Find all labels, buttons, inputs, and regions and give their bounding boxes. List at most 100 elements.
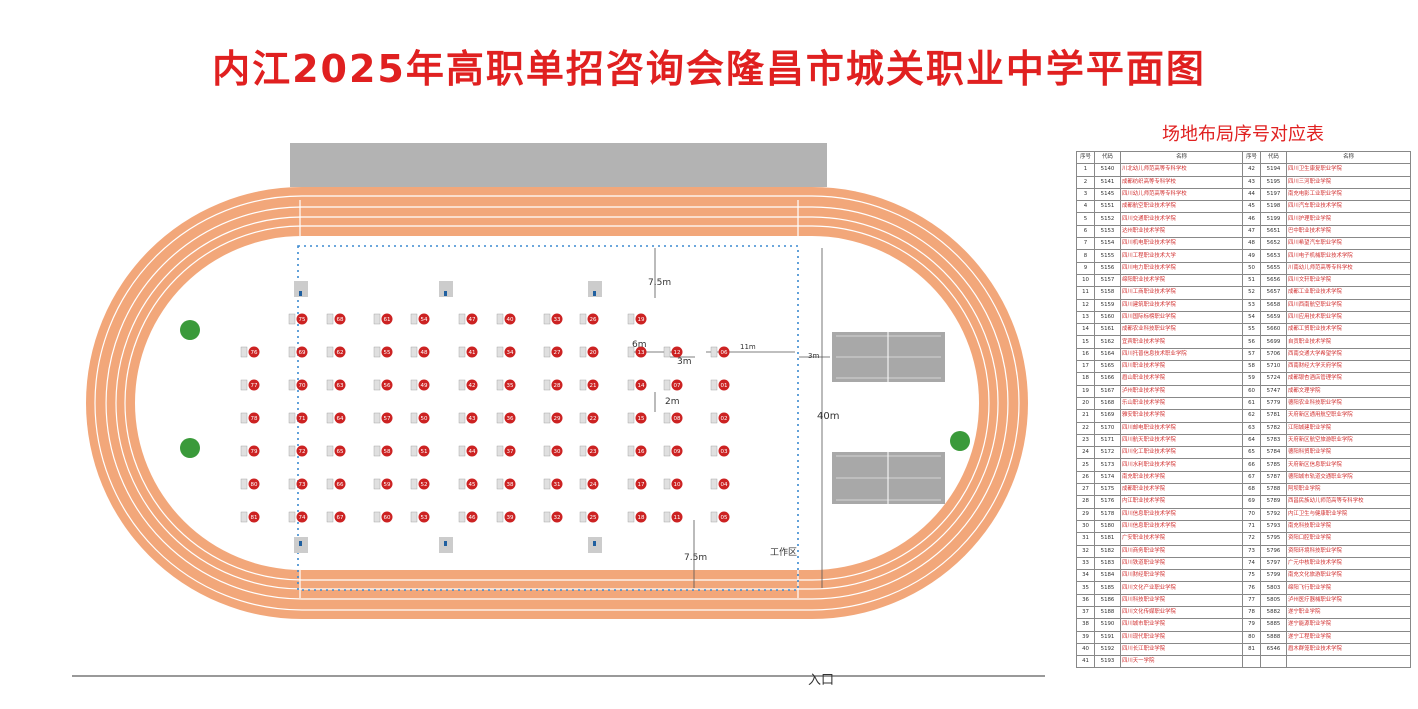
table-cell: 46 (1242, 212, 1261, 226)
table-cell: 69 (1242, 495, 1261, 509)
grandstand (290, 143, 827, 187)
table-cell: 36 (1076, 593, 1095, 607)
booth-number: 77 (251, 383, 258, 389)
table-cell: 5197 (1260, 187, 1287, 202)
table-cell: 61 (1242, 396, 1261, 411)
booth-marker (671, 445, 683, 457)
booth-36: 36 (496, 412, 516, 424)
booth-marker (296, 478, 308, 490)
table-cell: 遂宁工程职业学院 (1286, 630, 1411, 644)
pillar (439, 281, 453, 297)
booth-marker (671, 511, 683, 523)
table-cell: 5154 (1094, 237, 1121, 251)
table-cell: 5787 (1260, 470, 1287, 485)
table-cell: 29 (1076, 507, 1095, 521)
booth-25: 25 (579, 511, 599, 523)
table-cell: 5171 (1094, 433, 1121, 448)
booth-number: 29 (554, 416, 561, 422)
booth-table (373, 379, 381, 391)
tree-icon (950, 431, 970, 451)
table-cell: 43 (1242, 175, 1261, 189)
table-cell: 5658 (1260, 298, 1287, 312)
booth-marker (551, 412, 563, 424)
booth-table (543, 478, 551, 490)
booth-number: 03 (721, 449, 728, 455)
table-cell: 68 (1242, 483, 1261, 497)
table-cell: 5193 (1094, 655, 1121, 669)
booth-marker (466, 412, 478, 424)
booth-number: 52 (421, 482, 428, 488)
table-cell: 遂宁能源职业学院 (1286, 618, 1411, 632)
booth-07: 07 (663, 379, 683, 391)
booth-number: 10 (674, 482, 681, 488)
booth-02: 02 (710, 412, 730, 424)
booth-marker (635, 445, 647, 457)
booth-12: 12 (663, 346, 683, 358)
booth-marker (551, 511, 563, 523)
table-cell: 5174 (1094, 470, 1121, 485)
table-cell: 四川幼儿师范高等专科学校 (1120, 187, 1243, 202)
booth-78: 78 (240, 412, 260, 424)
booth-marker (334, 412, 346, 424)
booth-marker (504, 346, 516, 358)
booth-54: 54 (410, 313, 430, 325)
table-cell: 成都农业科技职业学院 (1120, 323, 1243, 337)
court-bottom (832, 452, 945, 504)
booth-number: 33 (554, 317, 561, 323)
booth-marker (635, 346, 647, 358)
legend-table-title: 场地布局序号对应表 (1162, 124, 1324, 145)
booth-marker (635, 313, 647, 325)
booth-number: 70 (299, 383, 306, 389)
table-cell: 四川三河职业学院 (1286, 175, 1411, 189)
booth-marker (635, 379, 647, 391)
table-cell: 5158 (1094, 286, 1121, 300)
booth-marker (334, 478, 346, 490)
table-cell: 5153 (1094, 224, 1121, 239)
booth-marker (587, 445, 599, 457)
table-cell: 四川商务职业学院 (1120, 544, 1243, 558)
booth-number: 44 (469, 449, 476, 455)
table-cell: 5155 (1094, 249, 1121, 263)
booth-table (710, 445, 718, 457)
booth-marker (334, 445, 346, 457)
table-cell: 四川信息职业技术学院 (1120, 507, 1243, 521)
table-cell: 阿坝职业学院 (1286, 483, 1411, 497)
booth-table (288, 445, 296, 457)
booth-03: 03 (710, 445, 730, 457)
table-cell: 6 (1076, 224, 1095, 239)
booth-marker (551, 346, 563, 358)
table-cell: 31 (1076, 532, 1095, 546)
booth-marker (718, 346, 730, 358)
table-cell: 22 (1076, 421, 1095, 435)
table-cell: 5192 (1094, 642, 1121, 657)
table-cell: 5181 (1094, 532, 1121, 546)
table-cell: 5145 (1094, 187, 1121, 202)
booth-44: 44 (458, 445, 478, 457)
booth-table (543, 412, 551, 424)
table-cell: 5191 (1094, 630, 1121, 644)
table-cell: 64 (1242, 433, 1261, 448)
booth-number: 60 (384, 515, 391, 521)
table-cell: 四川卫生康复职业学院 (1286, 163, 1411, 177)
header-cell: 序号 (1242, 150, 1261, 165)
table-cell: 81 (1242, 642, 1261, 657)
booth-number: 37 (507, 449, 514, 455)
booth-66: 66 (326, 478, 346, 490)
booth-28: 28 (543, 379, 563, 391)
booth-table (410, 478, 418, 490)
booth-table (496, 511, 504, 523)
table-cell: 泸州职业技术学院 (1120, 384, 1243, 398)
booth-number: 07 (674, 383, 681, 389)
booth-marker (671, 379, 683, 391)
table-cell: 四川现代职业学院 (1120, 630, 1243, 644)
